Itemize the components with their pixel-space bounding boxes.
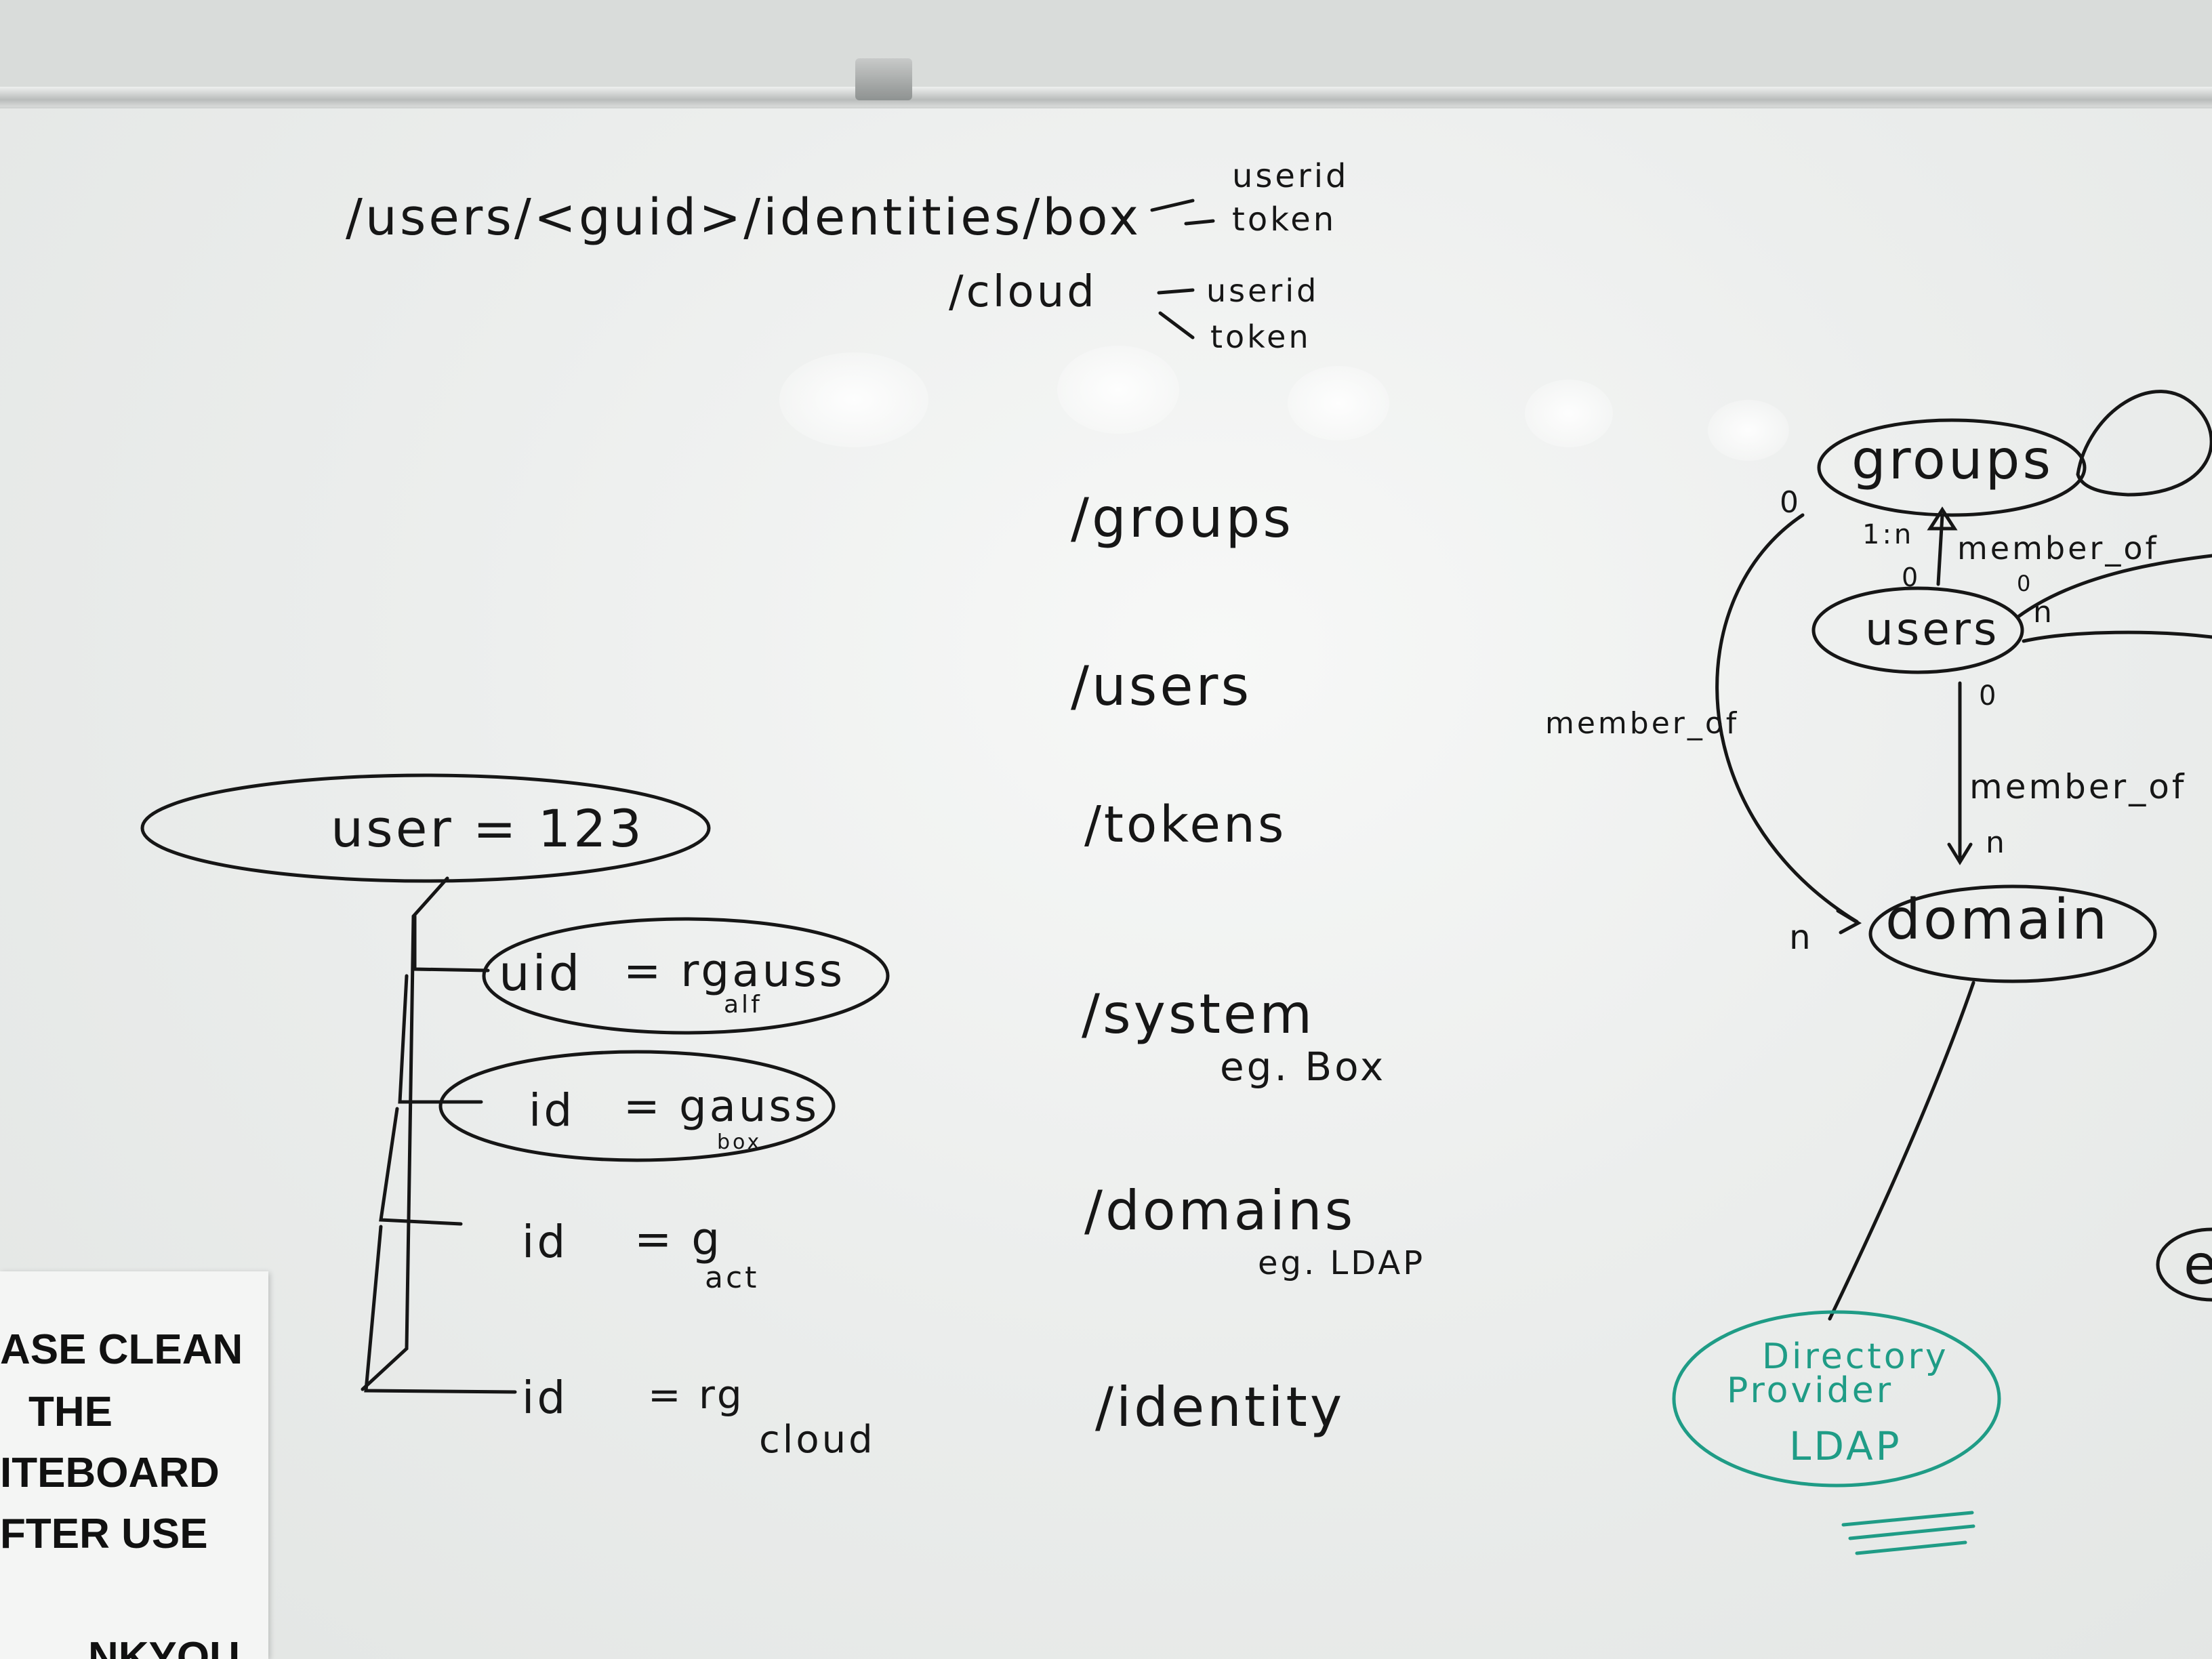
- endpoint-system-note: eg. Box: [1220, 1044, 1387, 1090]
- sign-line: ITEBOARD: [0, 1450, 220, 1496]
- light-reflection: [1288, 366, 1389, 441]
- provider-line2: Provider: [1727, 1370, 1894, 1411]
- tree-child-label: id: [522, 1216, 569, 1268]
- cardinality-groups-top: 0: [1780, 485, 1801, 520]
- endpoint-users: /users: [1071, 655, 1252, 718]
- path-main: /users/<guid>/identities/box: [346, 188, 1142, 247]
- path-box-token: token: [1232, 201, 1337, 239]
- node-groups: groups: [1851, 428, 2054, 491]
- sign-line: THE: [28, 1389, 112, 1435]
- tree-child-value: = gauss: [623, 1082, 820, 1132]
- endpoint-tokens: /tokens: [1084, 796, 1287, 854]
- light-reflection: [1057, 346, 1179, 434]
- edge-users-domain: member_of: [1969, 767, 2187, 806]
- cardinality-groups-bottom: 1:n: [1862, 519, 1914, 550]
- path-cloud: /cloud: [949, 267, 1097, 317]
- node-partial: e: [2184, 1233, 2212, 1296]
- edge-groups-users: member_of: [1957, 530, 2159, 567]
- path-cloud-userid: userid: [1206, 272, 1319, 309]
- sign-line: FTER USE: [0, 1511, 208, 1557]
- provider-line1: Directory: [1762, 1336, 1949, 1377]
- endpoint-domains: /domains: [1084, 1179, 1356, 1242]
- tree-child-label: id: [522, 1372, 569, 1424]
- tree-child-value: = rg: [648, 1372, 745, 1418]
- rail-clip: [855, 58, 912, 100]
- light-reflection: [1525, 380, 1613, 447]
- path-cloud-token: token: [1210, 319, 1311, 355]
- tree-child-sub: alf: [724, 991, 762, 1019]
- node-users: users: [1865, 603, 2000, 655]
- tree-child-sub: act: [705, 1261, 760, 1295]
- endpoint-domains-note: eg. LDAP: [1258, 1244, 1426, 1282]
- endpoint-identity: /identity: [1095, 1376, 1345, 1439]
- cardinality-domain-top: n: [1986, 825, 2007, 860]
- tree-child-label: id: [529, 1084, 575, 1136]
- sign-line: NKYOU: [88, 1634, 240, 1659]
- tree-child-value: = g: [634, 1213, 723, 1265]
- path-box-userid: userid: [1232, 157, 1349, 195]
- light-reflection: [1708, 400, 1789, 461]
- edge-groups-domain: member_of: [1545, 706, 1740, 741]
- clean-board-sign: ASE CLEAN THE ITEBOARD FTER USE NKYOU: [0, 1271, 268, 1659]
- tree-child-label: uid: [499, 945, 583, 1002]
- cardinality-users-right-top: 0: [2017, 571, 2034, 596]
- cardinality-domain-left: n: [1789, 918, 1814, 957]
- provider-line3: LDAP: [1789, 1423, 1902, 1469]
- sign-line: ASE CLEAN: [0, 1326, 243, 1373]
- tree-root: user = 123: [331, 798, 644, 859]
- endpoint-system: /system: [1082, 983, 1315, 1046]
- cardinality-users-bottom: 0: [1979, 680, 1999, 712]
- light-reflection: [779, 352, 928, 447]
- endpoint-groups: /groups: [1071, 487, 1294, 550]
- tree-child-value: = rgauss: [623, 945, 846, 997]
- tree-child-sub: cloud: [759, 1418, 876, 1462]
